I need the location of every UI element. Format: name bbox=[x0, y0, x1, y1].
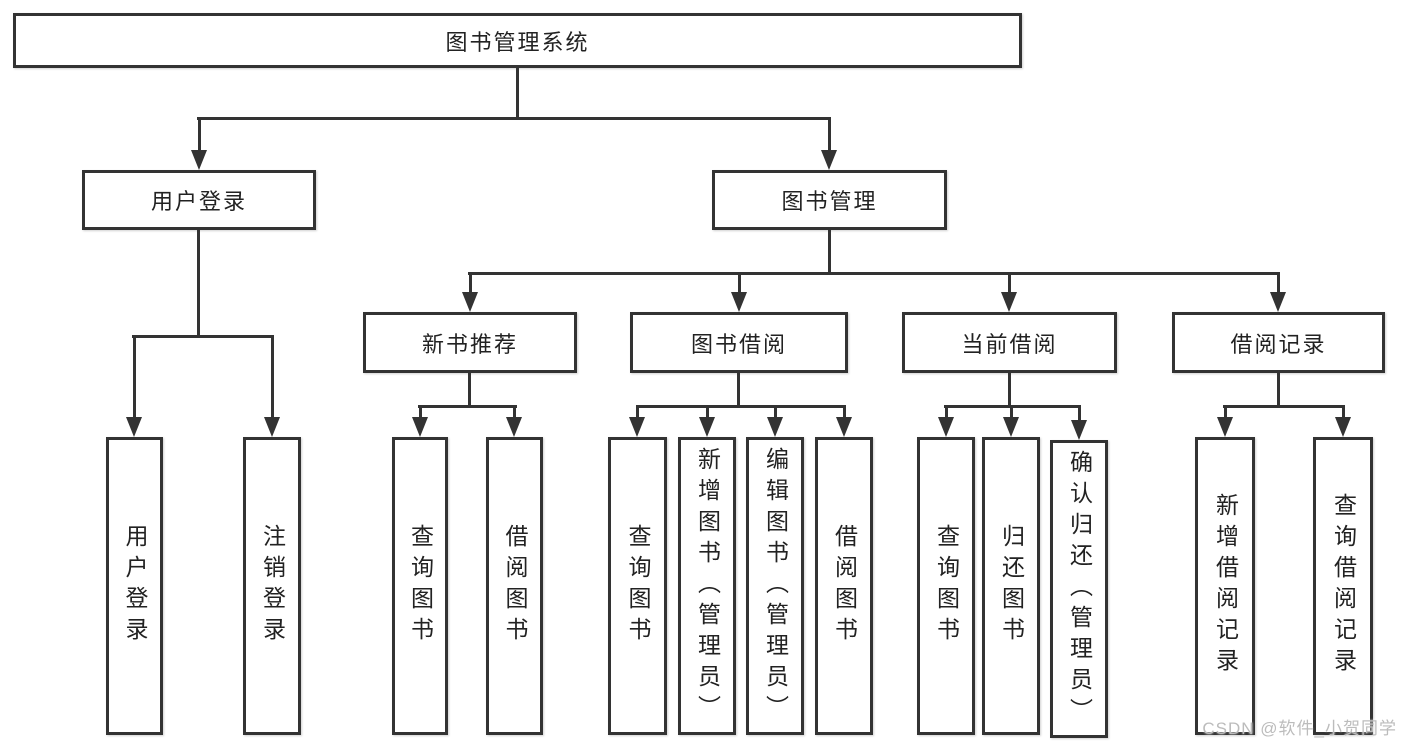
connector-arrow-line bbox=[945, 405, 948, 421]
connector-root-stem bbox=[516, 68, 519, 120]
leaf-records-query-record: 查询借阅记录 bbox=[1313, 437, 1373, 735]
arrowhead-down-icon bbox=[1071, 420, 1087, 440]
node-root: 图书管理系统 bbox=[13, 13, 1022, 68]
connector-arrow-line bbox=[774, 405, 777, 421]
connector-arrow-line bbox=[513, 405, 516, 421]
leaf-borrow-edit-book-admin-label: 编辑图书（管理员） bbox=[762, 446, 789, 726]
connector-user-login-stem bbox=[197, 230, 200, 338]
leaf-logout: 注销登录 bbox=[243, 437, 301, 735]
connector-arrow-line bbox=[1010, 405, 1013, 421]
leaf-borrow-add-book-admin-label: 新增图书（管理员） bbox=[694, 446, 721, 726]
connector-book-management-branch bbox=[468, 272, 1280, 275]
leaf-current-query-book: 查询图书 bbox=[917, 437, 975, 735]
node-book-management: 图书管理 bbox=[712, 170, 947, 230]
node-book-borrow-label: 图书借阅 bbox=[690, 331, 787, 357]
node-borrow-records-label: 借阅记录 bbox=[1230, 331, 1327, 357]
connector-arrow-line bbox=[706, 405, 709, 421]
leaf-current-confirm-return-admin-label: 确认归还（管理员） bbox=[1066, 449, 1093, 729]
node-user-login: 用户登录 bbox=[82, 170, 316, 230]
leaf-current-return-book: 归还图书 bbox=[982, 437, 1040, 735]
connector-arrow-line bbox=[469, 272, 472, 296]
connector-borrow-branch bbox=[636, 405, 846, 408]
connector-recommend-branch bbox=[418, 405, 517, 408]
leaf-recommend-query-book-label: 查询图书 bbox=[407, 524, 434, 648]
leaf-records-add-record-label: 新增借阅记录 bbox=[1212, 493, 1239, 679]
connector-current-stem bbox=[1008, 373, 1011, 408]
connector-user-login-branch bbox=[132, 335, 274, 338]
connector-arrow-line bbox=[198, 117, 201, 154]
connector-records-branch bbox=[1223, 405, 1345, 408]
arrowhead-down-icon bbox=[264, 417, 280, 437]
connector-arrow-line bbox=[843, 405, 846, 421]
connector-arrow-line bbox=[1342, 405, 1345, 421]
node-current-borrow-label: 当前借阅 bbox=[961, 331, 1058, 357]
leaf-recommend-query-book: 查询图书 bbox=[392, 437, 448, 735]
leaf-borrow-borrow-book-label: 借阅图书 bbox=[831, 524, 858, 648]
connector-arrow-line bbox=[1277, 272, 1280, 296]
node-current-borrow: 当前借阅 bbox=[902, 312, 1117, 373]
arrowhead-down-icon bbox=[412, 417, 428, 437]
connector-arrow-line bbox=[271, 335, 274, 421]
node-borrow-records: 借阅记录 bbox=[1172, 312, 1385, 373]
arrowhead-down-icon bbox=[1270, 292, 1286, 312]
leaf-current-query-book-label: 查询图书 bbox=[933, 524, 960, 648]
node-root-label: 图书管理系统 bbox=[445, 29, 590, 55]
connector-book-management-stem bbox=[828, 230, 831, 275]
leaf-borrow-query-book-label: 查询图书 bbox=[625, 524, 651, 648]
arrowhead-down-icon bbox=[462, 292, 478, 312]
node-book-borrow: 图书借阅 bbox=[630, 312, 848, 373]
arrowhead-down-icon bbox=[1003, 417, 1019, 437]
leaf-current-return-book-label: 归还图书 bbox=[998, 524, 1025, 648]
connector-arrow-line bbox=[636, 405, 639, 421]
leaf-borrow-edit-book-admin: 编辑图书（管理员） bbox=[746, 437, 804, 735]
arrowhead-down-icon bbox=[699, 417, 715, 437]
arrowhead-down-icon bbox=[1001, 292, 1017, 312]
node-user-login-label: 用户登录 bbox=[150, 189, 247, 214]
connector-arrow-line bbox=[419, 405, 422, 421]
node-new-book-recommend: 新书推荐 bbox=[363, 312, 577, 373]
arrowhead-down-icon bbox=[1217, 417, 1233, 437]
leaf-borrow-query-book: 查询图书 bbox=[608, 437, 667, 735]
connector-arrow-line bbox=[1008, 272, 1011, 296]
leaf-borrow-borrow-book: 借阅图书 bbox=[815, 437, 873, 735]
leaf-current-confirm-return-admin: 确认归还（管理员） bbox=[1050, 440, 1108, 738]
connector-arrow-line bbox=[133, 335, 136, 421]
arrowhead-down-icon bbox=[938, 417, 954, 437]
leaf-user-login-label: 用户登录 bbox=[122, 524, 148, 648]
connector-arrow-line bbox=[738, 272, 741, 296]
leaf-user-login: 用户登录 bbox=[106, 437, 163, 735]
connector-arrow-line bbox=[1224, 405, 1227, 421]
arrowhead-down-icon bbox=[126, 417, 142, 437]
connector-arrow-line bbox=[828, 117, 831, 154]
connector-records-stem bbox=[1277, 373, 1280, 408]
connector-root-branch bbox=[197, 117, 831, 120]
arrowhead-down-icon bbox=[191, 150, 207, 170]
watermark: CSDN @软件_小贺同学 bbox=[1202, 719, 1397, 738]
connector-borrow-stem bbox=[737, 373, 740, 408]
leaf-recommend-borrow-book-label: 借阅图书 bbox=[502, 524, 528, 648]
arrowhead-down-icon bbox=[506, 417, 522, 437]
node-new-book-recommend-label: 新书推荐 bbox=[421, 331, 518, 357]
leaf-logout-label: 注销登录 bbox=[259, 524, 286, 648]
connector-recommend-stem bbox=[468, 373, 471, 408]
node-book-management-label: 图书管理 bbox=[781, 189, 878, 214]
connector-arrow-line bbox=[1078, 405, 1081, 423]
arrowhead-down-icon bbox=[731, 292, 747, 312]
leaf-records-add-record: 新增借阅记录 bbox=[1195, 437, 1255, 735]
arrowhead-down-icon bbox=[629, 417, 645, 437]
arrowhead-down-icon bbox=[836, 417, 852, 437]
arrowhead-down-icon bbox=[1335, 417, 1351, 437]
leaf-records-query-record-label: 查询借阅记录 bbox=[1330, 493, 1357, 679]
leaf-borrow-add-book-admin: 新增图书（管理员） bbox=[678, 437, 736, 735]
arrowhead-down-icon bbox=[767, 417, 783, 437]
leaf-recommend-borrow-book: 借阅图书 bbox=[486, 437, 543, 735]
arrowhead-down-icon bbox=[821, 150, 837, 170]
